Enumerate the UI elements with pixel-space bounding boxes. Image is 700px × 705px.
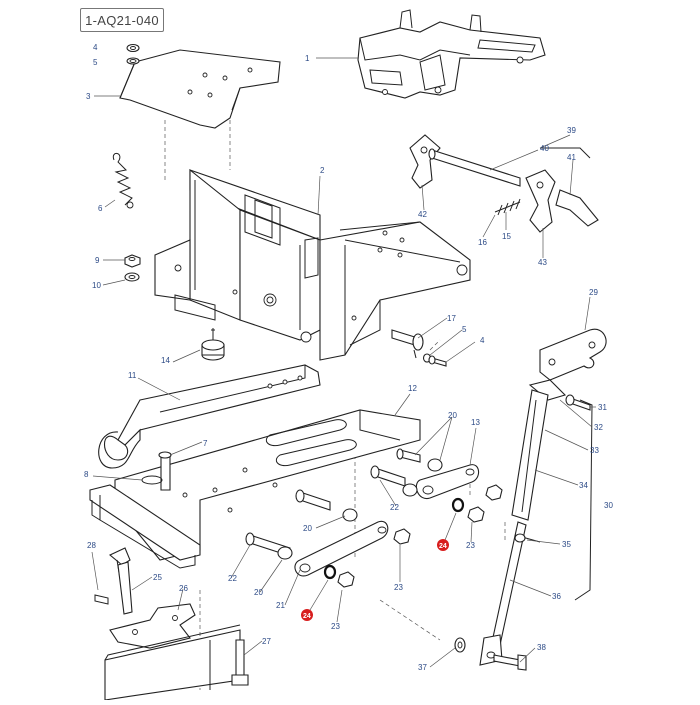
part-13-link-upper bbox=[415, 464, 480, 500]
part-20-bushings bbox=[277, 458, 443, 560]
callout-24-badge-b bbox=[301, 609, 313, 621]
callout-43: 43 bbox=[538, 258, 547, 267]
part-21-link-lower bbox=[294, 520, 389, 577]
part-29-hook-plate bbox=[539, 328, 607, 381]
callout-16: 16 bbox=[478, 238, 487, 247]
callout-41: 41 bbox=[567, 153, 576, 162]
callout-5: 5 bbox=[93, 58, 98, 67]
callout-23b: 23 bbox=[394, 583, 403, 592]
part-30-group-bracket bbox=[574, 399, 593, 601]
callout-24b: 24 bbox=[303, 613, 311, 620]
callout-32: 32 bbox=[594, 423, 603, 432]
callout-22b: 22 bbox=[390, 503, 399, 512]
highlight-badges bbox=[301, 539, 449, 621]
part-2-main-frame bbox=[154, 168, 471, 361]
part-9-nut bbox=[124, 254, 141, 268]
callout-10: 10 bbox=[92, 281, 101, 290]
part-31-screw bbox=[565, 394, 591, 411]
callout-labels: 1 2 3 4 5 6 9 10 11 12 13 14 15 16 17 5 … bbox=[84, 43, 613, 672]
callout-3: 3 bbox=[86, 92, 91, 101]
callout-15: 15 bbox=[502, 232, 511, 241]
part-23-nuts bbox=[337, 484, 503, 588]
part-43-latch-right bbox=[525, 169, 556, 233]
callout-6: 6 bbox=[98, 204, 103, 213]
callout-38: 38 bbox=[537, 643, 546, 652]
part-27-bolt bbox=[231, 639, 249, 686]
callout-8: 8 bbox=[84, 470, 89, 479]
callout-21: 21 bbox=[276, 601, 285, 610]
callout-31: 31 bbox=[598, 403, 607, 412]
leader-lines bbox=[91, 57, 596, 668]
callout-9: 9 bbox=[95, 256, 100, 265]
callout-26: 26 bbox=[179, 584, 188, 593]
part-24-washers bbox=[323, 497, 465, 580]
part-26-bracket bbox=[109, 603, 196, 649]
part-7-bolt bbox=[158, 451, 172, 491]
callout-7: 7 bbox=[203, 439, 208, 448]
callout-23c: 23 bbox=[331, 622, 340, 631]
part-42-latch-left bbox=[409, 134, 441, 189]
callout-22a: 22 bbox=[228, 574, 237, 583]
callout-4: 4 bbox=[93, 43, 98, 52]
callout-27: 27 bbox=[262, 637, 271, 646]
part-15-spring-pin bbox=[494, 198, 521, 216]
callout-42: 42 bbox=[418, 210, 427, 219]
part-4-nut-top bbox=[126, 43, 140, 53]
callout-33: 33 bbox=[590, 446, 599, 455]
part-14-adjuster-knob bbox=[201, 328, 225, 361]
callout-30: 30 bbox=[604, 501, 613, 510]
part-1-bracket-assembly bbox=[357, 9, 546, 99]
callout-25: 25 bbox=[153, 573, 162, 582]
tube-section bbox=[104, 624, 241, 701]
callout-20c: 20 bbox=[254, 588, 263, 597]
callout-2: 2 bbox=[320, 166, 325, 175]
callout-1: 1 bbox=[305, 54, 310, 63]
part-12-bumper bbox=[89, 484, 201, 569]
reference-code-label: 1-AQ21-040 bbox=[80, 8, 164, 32]
part-5-washer-top bbox=[126, 57, 140, 65]
part-37-washer bbox=[454, 637, 466, 653]
part-11-slide-rail bbox=[98, 364, 321, 469]
part-41-lever bbox=[555, 189, 599, 227]
part-4-screw-mid bbox=[428, 355, 447, 367]
callout-40: 40 bbox=[540, 144, 549, 153]
callout-36: 36 bbox=[552, 592, 561, 601]
part-10-washer bbox=[124, 272, 140, 282]
callout-28: 28 bbox=[87, 541, 96, 550]
part-33-strut-body bbox=[511, 379, 567, 521]
part-3-cover-plate bbox=[119, 49, 281, 129]
callout-11: 11 bbox=[128, 371, 137, 380]
callout-14: 14 bbox=[161, 356, 170, 365]
part-25-latch-rod bbox=[117, 561, 133, 615]
part-39-group-bracket bbox=[540, 147, 591, 159]
part-6-spring bbox=[112, 153, 134, 209]
part-17-pin bbox=[391, 329, 424, 359]
callout-24a: 24 bbox=[439, 543, 447, 550]
callout-5b: 5 bbox=[462, 325, 467, 334]
callout-29: 29 bbox=[589, 288, 598, 297]
callout-24-badge-a bbox=[437, 539, 449, 551]
callout-23a: 23 bbox=[466, 541, 475, 550]
callout-35: 35 bbox=[562, 540, 571, 549]
callout-34: 34 bbox=[579, 481, 588, 490]
callout-17: 17 bbox=[447, 314, 456, 323]
part-40-shaft bbox=[428, 148, 521, 187]
callout-37: 37 bbox=[418, 663, 427, 672]
callout-39: 39 bbox=[567, 126, 576, 135]
callout-13: 13 bbox=[471, 418, 480, 427]
callout-20b: 20 bbox=[303, 524, 312, 533]
callout-12: 12 bbox=[408, 384, 417, 393]
callout-20a: 20 bbox=[448, 411, 457, 420]
callout-4b: 4 bbox=[480, 336, 485, 345]
part-38-bolt bbox=[493, 654, 527, 671]
